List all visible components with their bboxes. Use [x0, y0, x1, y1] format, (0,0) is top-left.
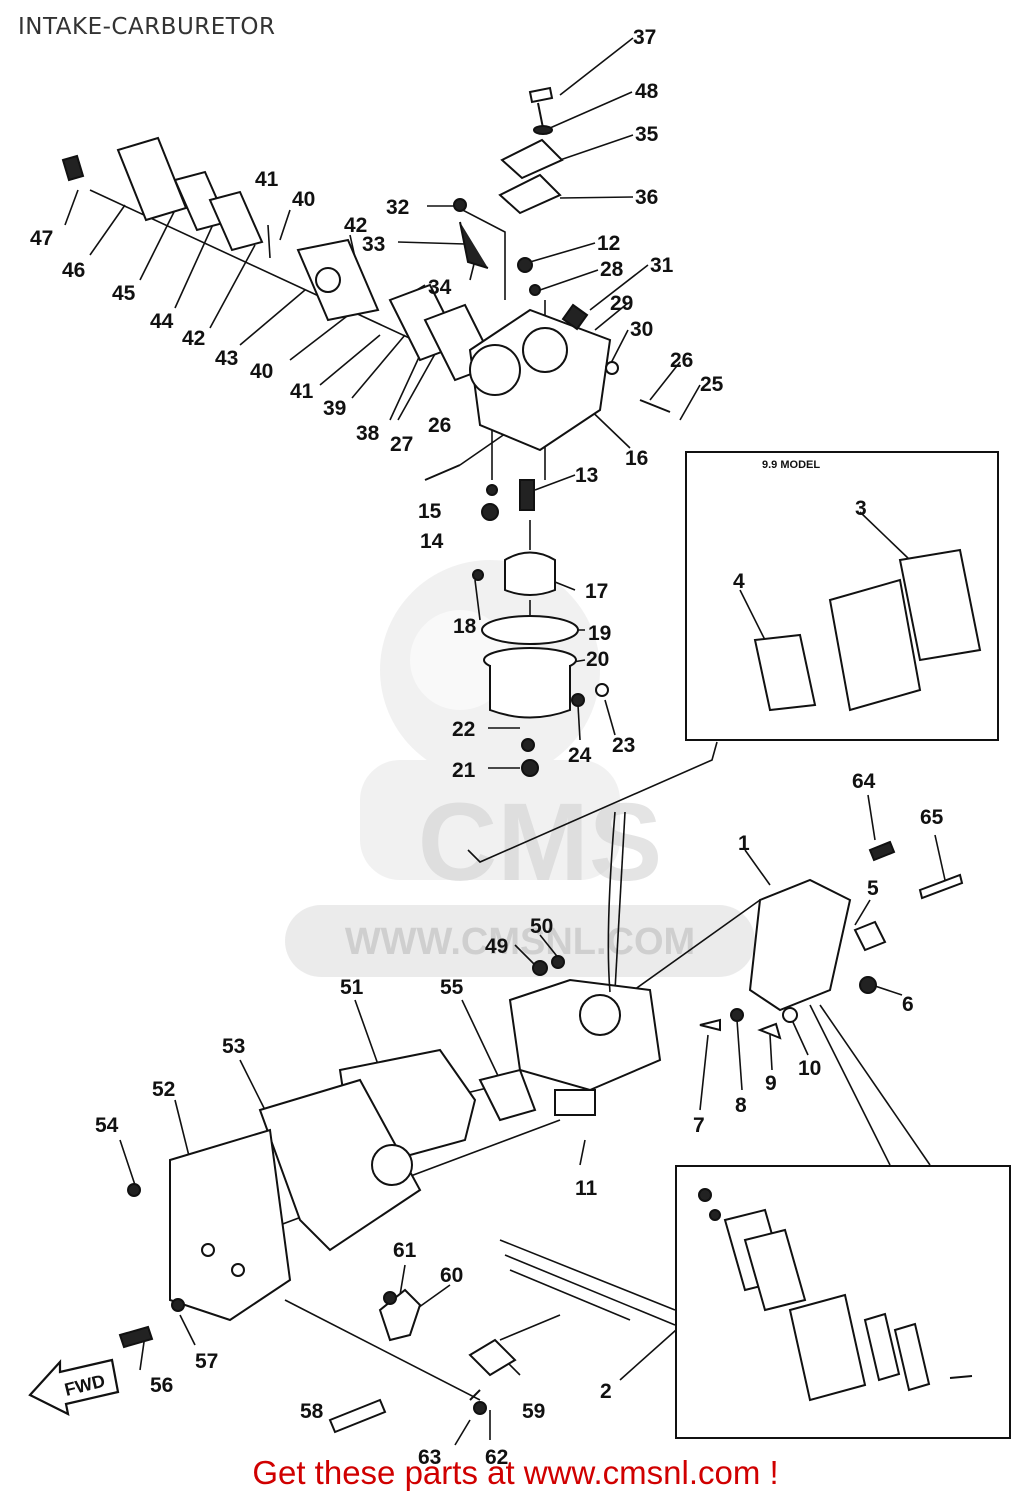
callout-21: 21 [452, 759, 476, 782]
callout-34: 34 [428, 276, 452, 299]
callout-43: 43 [215, 347, 238, 370]
callout-46: 46 [62, 259, 85, 282]
callout-44: 44 [150, 310, 174, 333]
callout-40-b: 40 [292, 188, 315, 211]
callout-51: 51 [340, 976, 364, 999]
callout-63: 63 [418, 1446, 441, 1469]
callout-13: 13 [575, 464, 598, 487]
callout-41-b: 41 [255, 168, 279, 191]
inset-box-9-9-model [685, 451, 999, 741]
callout-39: 39 [323, 397, 346, 420]
callout-36: 36 [635, 186, 658, 209]
callout-64: 64 [852, 770, 876, 793]
callout-numbers: 37 48 35 36 32 33 12 28 31 29 30 26 25 1… [30, 26, 944, 1469]
callout-18: 18 [453, 615, 477, 638]
callout-54: 54 [95, 1114, 119, 1137]
inset-box-reed-valve [675, 1165, 1011, 1439]
callout-47: 47 [30, 227, 53, 250]
callout-24: 24 [568, 744, 592, 767]
callout-15: 15 [418, 500, 442, 523]
callout-29: 29 [610, 292, 633, 315]
callout-60: 60 [440, 1264, 463, 1287]
callout-50: 50 [530, 915, 553, 938]
callout-5: 5 [867, 877, 879, 900]
throttle-link-wire [607, 811, 616, 993]
callout-27: 27 [390, 433, 413, 456]
watermark-brand: CMS [418, 781, 662, 904]
callout-12: 12 [597, 232, 620, 255]
callout-26: 26 [670, 349, 693, 372]
callout-19: 19 [588, 622, 611, 645]
callout-32: 32 [386, 196, 409, 219]
callout-30: 30 [630, 318, 653, 341]
callout-26-b: 26 [428, 414, 451, 437]
callout-14: 14 [420, 530, 444, 553]
callout-57: 57 [195, 1350, 218, 1373]
callout-38: 38 [356, 422, 380, 445]
callout-65: 65 [920, 806, 944, 829]
callout-11: 11 [575, 1177, 598, 1200]
page-title: INTAKE-CARBURETOR [18, 14, 276, 40]
callout-28: 28 [600, 258, 624, 281]
callout-37: 37 [633, 26, 656, 49]
callout-6: 6 [902, 993, 914, 1016]
callout-62: 62 [485, 1446, 508, 1469]
callout-2: 2 [600, 1380, 612, 1403]
callout-25: 25 [700, 373, 724, 396]
callout-56: 56 [150, 1374, 173, 1397]
callout-1: 1 [738, 832, 750, 855]
callout-7: 7 [693, 1114, 705, 1137]
callout-3: 3 [855, 497, 867, 520]
callout-31: 31 [650, 254, 674, 277]
callout-41: 41 [290, 380, 314, 403]
inset-caption-9-9-model: 9.9 MODEL [762, 459, 820, 471]
callout-42: 42 [182, 327, 205, 350]
callout-23: 23 [612, 734, 635, 757]
watermark-url: WWW.CMSNL.COM [345, 921, 695, 963]
callout-59: 59 [522, 1400, 545, 1423]
callout-9: 9 [765, 1072, 777, 1095]
callout-22: 22 [452, 718, 475, 741]
callout-61: 61 [393, 1239, 417, 1262]
callout-35: 35 [635, 123, 659, 146]
fwd-direction-arrow: FWD [28, 1358, 120, 1416]
callout-33: 33 [362, 233, 385, 256]
leader-lines [64, 37, 946, 1446]
callout-52: 52 [152, 1078, 175, 1101]
callout-45: 45 [112, 282, 136, 305]
part-shapes [61, 86, 982, 1434]
callout-48: 48 [635, 80, 659, 103]
callout-8: 8 [735, 1094, 747, 1117]
callout-4: 4 [733, 570, 745, 593]
callout-58: 58 [300, 1400, 324, 1423]
callout-53: 53 [222, 1035, 245, 1058]
callout-55: 55 [440, 976, 464, 999]
callout-20: 20 [586, 648, 609, 671]
callout-42-b: 42 [344, 214, 367, 237]
get-parts-link[interactable]: Get these parts at www.cmsnl.com ! [252, 1454, 779, 1491]
callout-17: 17 [585, 580, 608, 603]
callout-49: 49 [485, 935, 508, 958]
callout-10: 10 [798, 1057, 821, 1080]
callout-40: 40 [250, 360, 273, 383]
callout-16: 16 [625, 447, 648, 470]
